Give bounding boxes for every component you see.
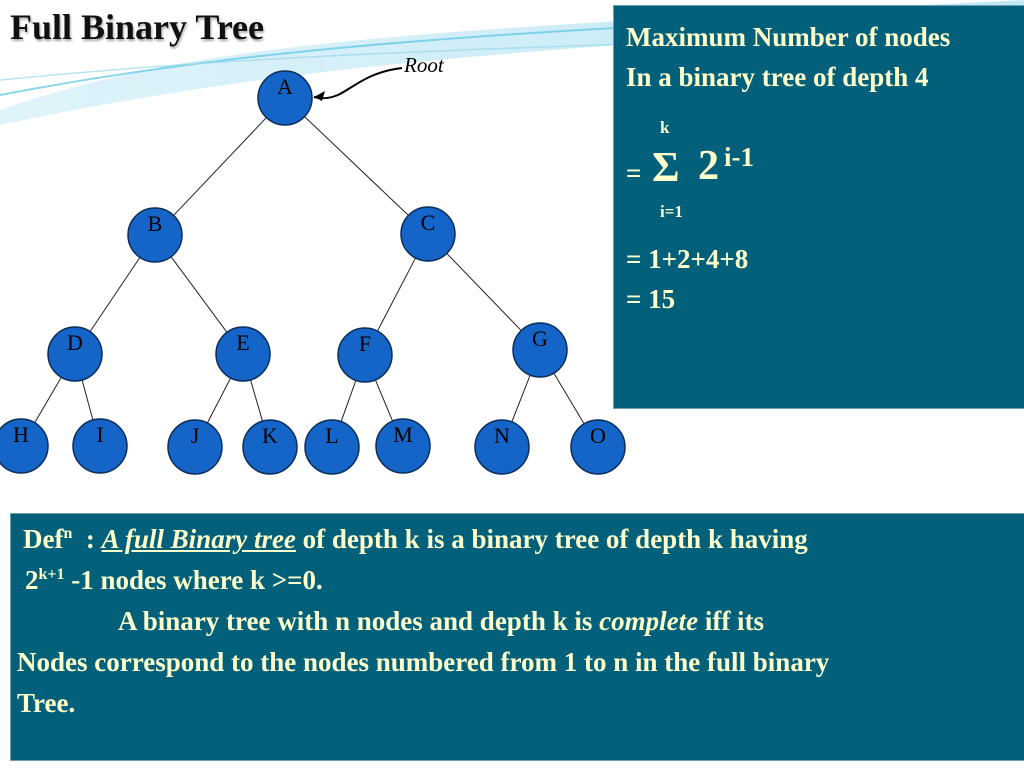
def-colon: : bbox=[85, 524, 95, 554]
tree-node-K: K bbox=[242, 419, 298, 475]
node-label-H: H bbox=[13, 422, 29, 447]
node-label-D: D bbox=[67, 330, 83, 355]
edge-C-F bbox=[377, 257, 416, 332]
tree-nodes: A B C D E F G H I J K L M N O bbox=[0, 70, 626, 475]
tree-node-D: D bbox=[47, 326, 103, 382]
binary-tree-diagram: A B C D E F G H I J K L M N O Root bbox=[0, 53, 626, 475]
complete-definition-start: A binary tree with n nodes and depth k i… bbox=[118, 606, 593, 636]
node-circle-G bbox=[512, 322, 568, 378]
edge-A-B bbox=[173, 117, 267, 216]
sum-exponent: i-1 bbox=[724, 142, 754, 172]
def-superscript: n bbox=[63, 525, 73, 542]
node-label-K: K bbox=[262, 423, 278, 448]
tree-node-J: J bbox=[167, 419, 223, 475]
node-circle-O bbox=[570, 419, 626, 475]
definition-line1-rest: of depth k is a binary tree of depth k h… bbox=[302, 524, 808, 554]
node-circle-N bbox=[474, 419, 530, 475]
node-circle-J bbox=[167, 419, 223, 475]
node-count-exponent: k+1 bbox=[38, 566, 65, 583]
edge-E-J bbox=[206, 377, 232, 424]
tree-edges bbox=[34, 116, 585, 425]
node-label-J: J bbox=[191, 423, 200, 448]
node-label-O: O bbox=[590, 423, 606, 448]
tree-node-B: B bbox=[127, 207, 183, 263]
page-title: Full Binary Tree bbox=[10, 7, 265, 47]
def-word: Def bbox=[23, 524, 64, 554]
tree-node-O: O bbox=[570, 419, 626, 475]
node-label-F: F bbox=[359, 331, 371, 356]
node-count-base: 2 bbox=[25, 565, 39, 595]
complete-term: complete bbox=[599, 606, 699, 636]
sum-expansion: = 1+2+4+8 bbox=[626, 244, 749, 274]
tree-node-N: N bbox=[474, 419, 530, 475]
edge-E-K bbox=[250, 379, 263, 422]
node-circle-A bbox=[257, 70, 313, 126]
tree-node-H: H bbox=[0, 418, 49, 474]
node-circle-E bbox=[215, 326, 271, 382]
tree-node-C: C bbox=[400, 206, 456, 262]
definition-line2-rest: -1 nodes where k >=0. bbox=[71, 565, 323, 595]
sigma-symbol: Σ bbox=[652, 145, 680, 191]
edge-A-C bbox=[304, 116, 409, 216]
tree-node-L: L bbox=[304, 419, 360, 475]
node-circle-F bbox=[337, 327, 393, 383]
sum-equals: = bbox=[626, 158, 642, 188]
sum-result: = 15 bbox=[626, 284, 676, 314]
node-circle-B bbox=[127, 207, 183, 263]
definition-line5: Tree. bbox=[17, 688, 76, 718]
node-label-G: G bbox=[532, 326, 548, 351]
tree-node-G: G bbox=[512, 322, 568, 378]
node-circle-H bbox=[0, 418, 49, 474]
edge-D-I bbox=[81, 379, 94, 421]
node-label-N: N bbox=[494, 423, 510, 448]
node-label-I: I bbox=[96, 422, 103, 447]
node-label-C: C bbox=[421, 210, 436, 235]
tree-node-M: M bbox=[375, 418, 431, 474]
definition-line1: Defn : A full Binary tree of depth k is … bbox=[23, 524, 808, 555]
tree-node-E: E bbox=[215, 326, 271, 382]
node-circle-K bbox=[242, 419, 298, 475]
definition-line3: A binary tree with n nodes and depth k i… bbox=[118, 606, 764, 637]
edge-F-M bbox=[374, 379, 394, 422]
root-annotation: Root bbox=[403, 53, 445, 77]
full-binary-tree-term: A full Binary tree bbox=[101, 524, 296, 554]
edge-B-D bbox=[89, 257, 141, 332]
max-nodes-line2: In a binary tree of depth 4 bbox=[626, 62, 929, 92]
node-label-M: M bbox=[393, 422, 413, 447]
edge-F-L bbox=[340, 380, 357, 422]
definition-line2: 2k+1 -1 nodes where k >=0. bbox=[25, 565, 323, 596]
max-nodes-line1: Maximum Number of nodes bbox=[626, 22, 951, 52]
sum-upper-limit: k bbox=[660, 118, 670, 137]
node-circle-L bbox=[304, 419, 360, 475]
node-label-A: A bbox=[277, 74, 293, 99]
edge-B-E bbox=[170, 256, 228, 333]
tree-node-I: I bbox=[72, 418, 128, 474]
tree-node-A: A bbox=[257, 70, 313, 126]
sum-base: 2 bbox=[698, 143, 719, 189]
node-label-L: L bbox=[325, 423, 338, 448]
root-arrowhead-icon bbox=[314, 91, 325, 101]
max-nodes-box: Maximum Number of nodes In a binary tree… bbox=[613, 5, 1024, 409]
node-label-E: E bbox=[236, 330, 249, 355]
node-label-B: B bbox=[148, 211, 163, 236]
definition-box: Defn : A full Binary tree of depth k is … bbox=[10, 513, 1024, 761]
edge-G-N bbox=[511, 374, 531, 423]
sum-lower-limit: i=1 bbox=[660, 202, 683, 221]
tree-node-F: F bbox=[337, 327, 393, 383]
node-circle-C bbox=[400, 206, 456, 262]
node-circle-I bbox=[72, 418, 128, 474]
edge-G-O bbox=[553, 372, 585, 425]
node-circle-D bbox=[47, 326, 103, 382]
definition-line4: Nodes correspond to the nodes numbered f… bbox=[17, 647, 830, 677]
root-arrow-icon bbox=[313, 67, 403, 100]
edge-D-H bbox=[34, 377, 62, 423]
edge-C-G bbox=[446, 253, 522, 331]
complete-definition-end: iff its bbox=[704, 606, 765, 636]
node-circle-M bbox=[375, 418, 431, 474]
